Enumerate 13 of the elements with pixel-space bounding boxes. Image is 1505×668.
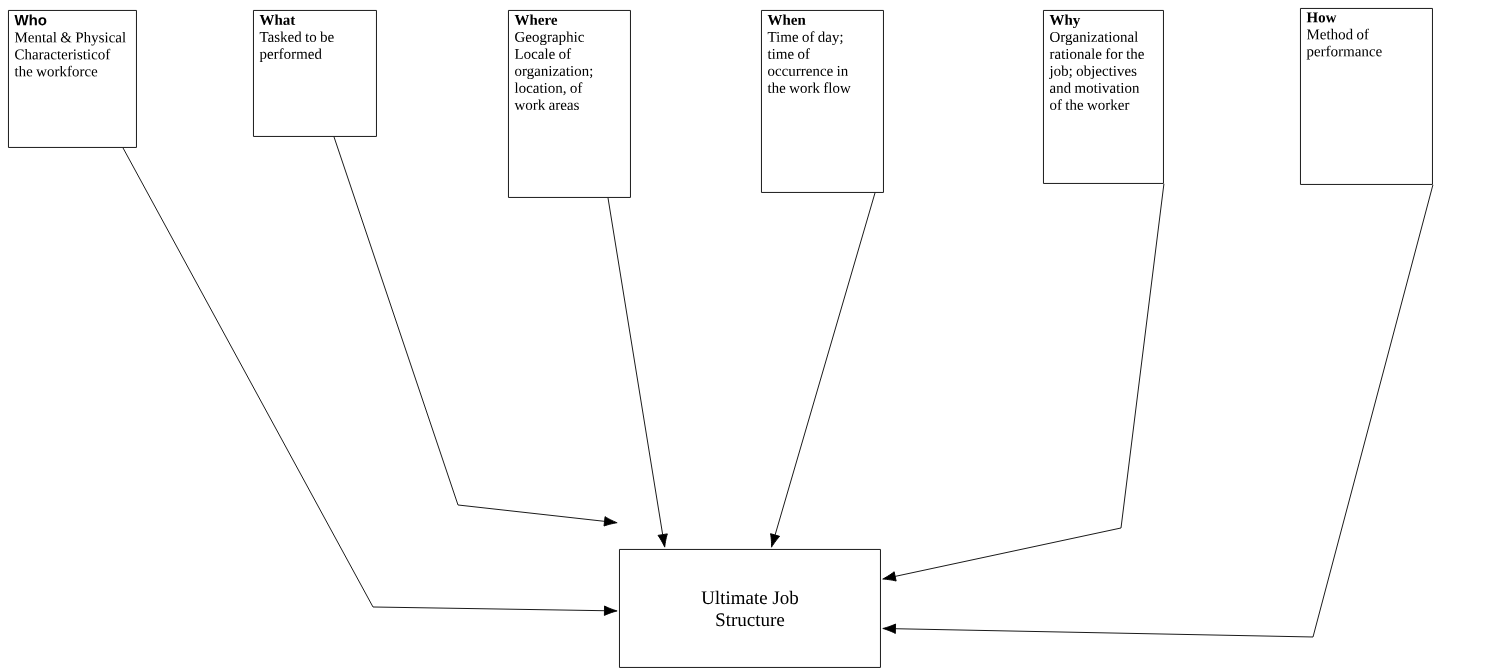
text-box: How Method of performance [1300,8,1433,185]
result-box: Ultimate Job Structure [619,549,881,668]
arrow [882,183,1165,582]
arrow [122,147,618,616]
text-box: Who Mental & Physical Characteristicof the workforce [8,10,137,148]
arrow [882,184,1434,638]
text-box: When Time of day; time of occurrence in the work flow [761,10,884,193]
arrow [607,197,668,548]
text-box: Where Geographic Locale of organization; location, of work areas [508,10,631,198]
text-box: What Tasked to be performed [253,10,377,137]
arrow [333,136,618,527]
text-box: Why Organizational rationale for the job; objectives and motivation of the worker [1043,10,1164,184]
arrow [770,192,876,548]
